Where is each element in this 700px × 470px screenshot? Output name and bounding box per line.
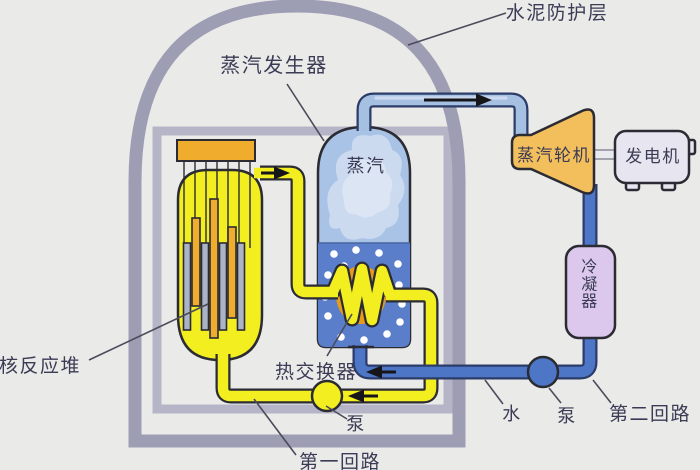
label-steam: 蒸汽: [347, 156, 386, 176]
label-secondary-pump: 泵: [557, 406, 577, 426]
generator-body: [613, 129, 691, 185]
leader-primary-loop: [253, 398, 297, 456]
electric-generator: [613, 129, 697, 192]
label-containment: 水泥防护层: [506, 2, 609, 24]
leader-heat-exchanger: [326, 313, 353, 357]
leader-containment: [407, 12, 507, 46]
label-condenser: 冷凝器: [581, 258, 599, 311]
leader-secondary-loop: [592, 379, 612, 404]
leader-secondary-pump: [548, 387, 562, 404]
label-heat-exchanger: 热交换器: [275, 361, 357, 383]
label-primary-pump: 泵: [346, 414, 366, 434]
fuel-rods: [191, 198, 237, 339]
primary-loop-pipe: [217, 167, 437, 402]
flow-arrow-cold-leg: [348, 389, 364, 403]
label-primary-loop: 第一回路: [299, 451, 381, 470]
control-rods: [182, 242, 246, 331]
label-turbine: 蒸汽轮机: [517, 146, 591, 165]
label-secondary-loop: 第二回路: [609, 403, 691, 425]
primary-pump: [310, 379, 344, 413]
flow-arrow-steam: [476, 93, 492, 107]
containment-dome: [128, 0, 466, 448]
steam-cloud-inner: [342, 159, 393, 218]
label-generator: 发电机: [625, 147, 681, 166]
control-rod-drive: [176, 139, 256, 162]
leader-primary-pump: [325, 405, 348, 420]
label-water: 水: [502, 404, 522, 424]
condenser-vessel: [564, 244, 617, 340]
leader-steam-generator: [286, 83, 325, 142]
flow-arrow-hot-leg: [274, 166, 290, 180]
leader-water: [484, 379, 504, 405]
inner-containment-wall: [152, 126, 453, 414]
label-reactor: 核反应堆: [0, 355, 81, 377]
leader-reactor: [88, 303, 209, 361]
secondary-pump: [526, 355, 560, 389]
label-steam-generator: 蒸汽发生器: [220, 54, 328, 77]
condensate-return-pipe: [354, 332, 596, 378]
leader-lines: [88, 12, 612, 456]
flow-arrows: [261, 93, 492, 403]
turbine-shaft: [591, 149, 617, 160]
flow-arrow-feedwater: [366, 365, 382, 379]
steam-turbine: [510, 108, 596, 195]
